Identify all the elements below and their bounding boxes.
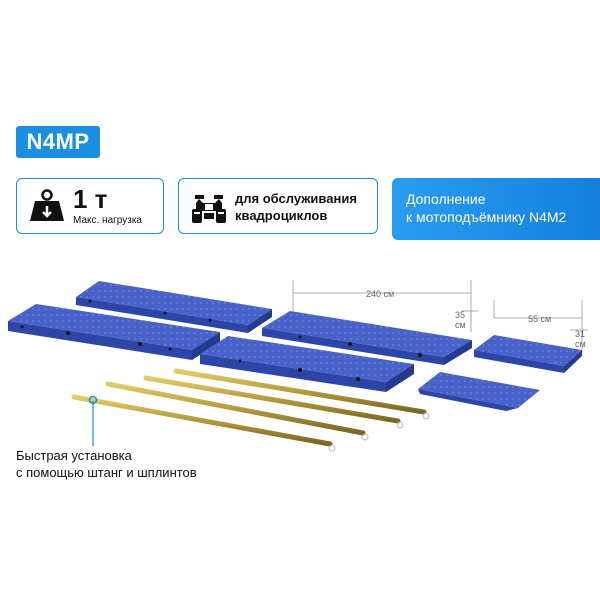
callout-line1: Быстрая установка <box>16 448 132 463</box>
atv-service-line2: квадроциклов <box>235 208 328 223</box>
quick-install-callout: Быстрая установка с помощью штанг и шпли… <box>16 447 197 481</box>
callout-line2: с помощью штанг и шплинтов <box>16 465 197 480</box>
max-load-card: 1 т Макс. нагрузка <box>16 178 164 234</box>
dimension-width-a-label: 35 <box>455 310 465 320</box>
dimension-width-a <box>462 310 478 332</box>
max-load-value: 1 т <box>73 184 108 214</box>
ramp-right-bottom <box>418 372 540 411</box>
atv-service-text: для обслуживания квадроциклов <box>235 190 357 224</box>
rod-1 <box>173 368 430 420</box>
dimension-width-b <box>493 300 583 335</box>
rod-2 <box>143 375 404 429</box>
addon-banner: Дополнение к мотоподъёмнику N4M2 <box>392 178 600 240</box>
rod-3 <box>105 381 369 441</box>
platform-front-left <box>8 304 220 360</box>
atv-service-card: для обслуживания квадроциклов <box>178 178 378 234</box>
banner-line1: Дополнение <box>406 191 486 207</box>
atv-icon <box>192 195 226 223</box>
platform-back-left <box>76 281 272 333</box>
max-load-label: Макс. нагрузка <box>73 215 142 226</box>
rod-4 <box>71 394 336 452</box>
banner-line2: к мотоподъёмнику N4M2 <box>406 209 567 225</box>
model-badge: N4MP <box>16 126 100 158</box>
dimension-length-label: 240 см <box>366 289 394 299</box>
platform-back-right <box>262 311 472 365</box>
dimension-width-c-label: 31 <box>575 329 585 339</box>
ramp-right-top <box>474 335 582 373</box>
dimension-width-b-label: 55 см <box>528 314 551 324</box>
weight-icon <box>30 189 64 221</box>
callout-marker <box>88 395 98 446</box>
platform-front-right <box>200 336 414 392</box>
dimension-width-a-unit: см <box>455 320 466 330</box>
atv-service-line1: для обслуживания <box>235 191 357 206</box>
dimension-width-c <box>570 329 588 352</box>
dimension-width-c-unit: см <box>575 339 586 349</box>
